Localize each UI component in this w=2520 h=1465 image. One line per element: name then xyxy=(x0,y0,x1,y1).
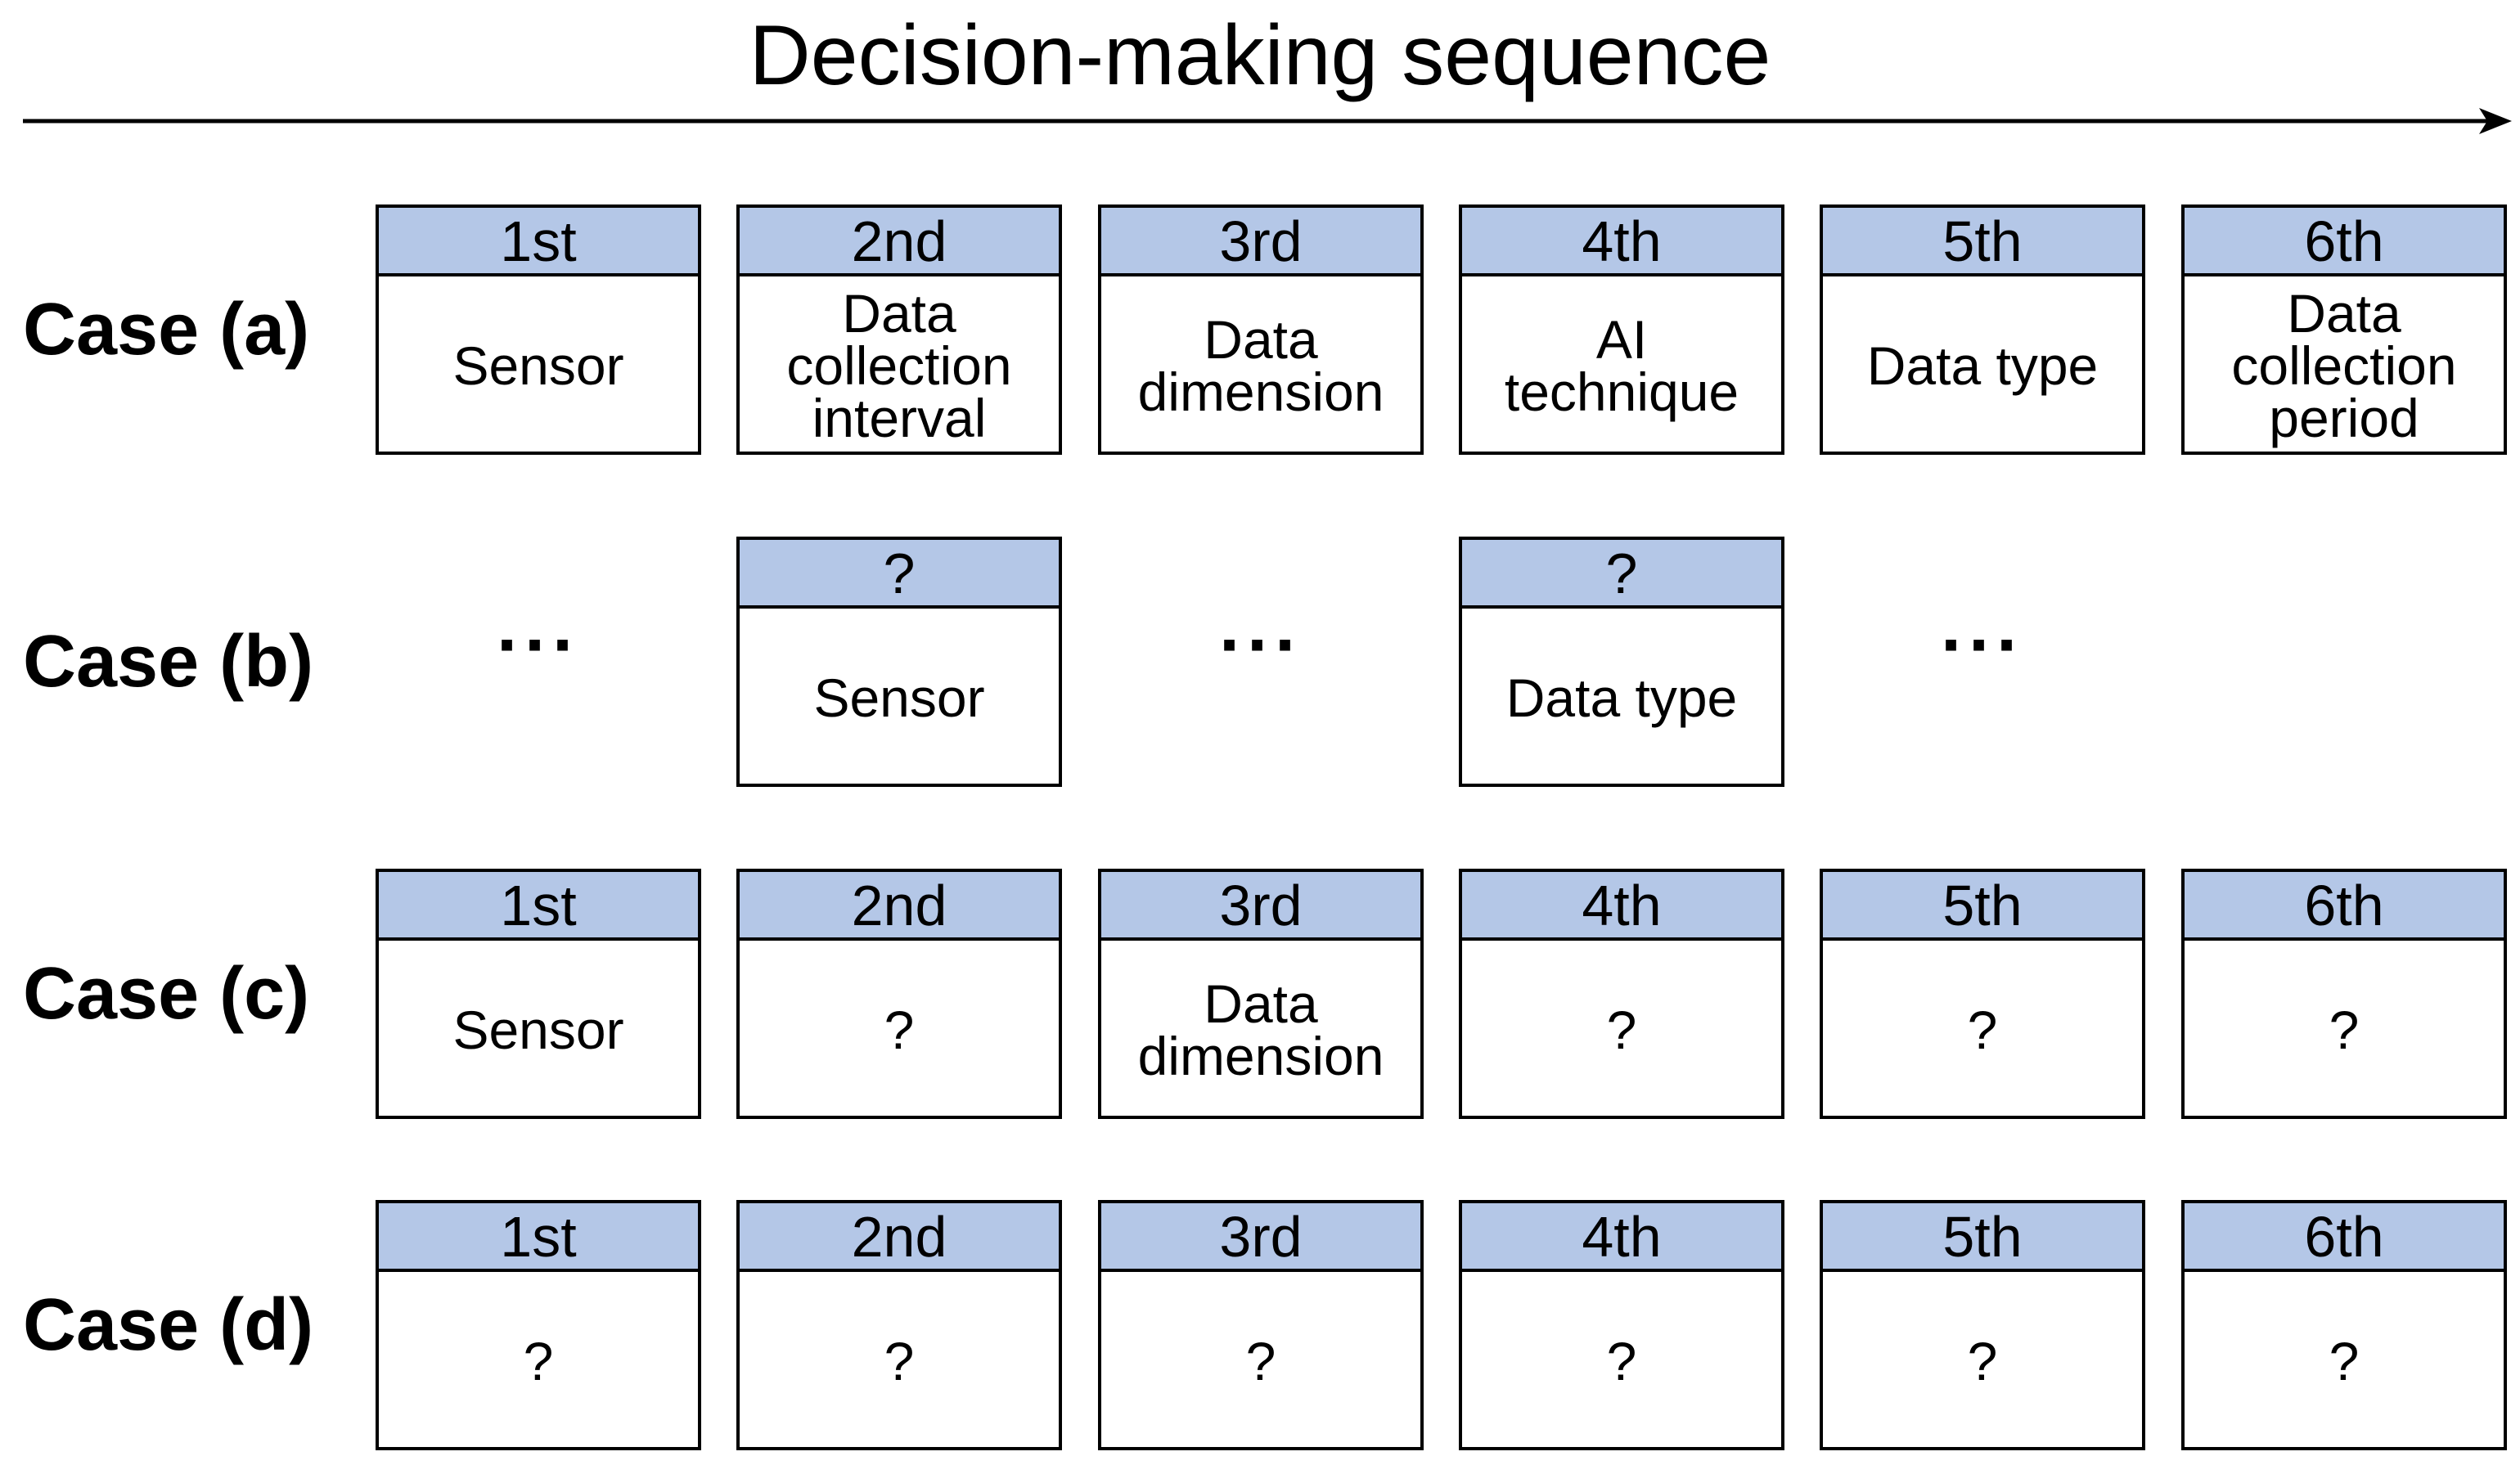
decision-step-box: 6th? xyxy=(2181,1200,2507,1450)
case-label: Case (d) xyxy=(23,1284,314,1366)
step-body: Sensor xyxy=(379,941,698,1119)
decision-step-box: 4th? xyxy=(1459,1200,1784,1450)
step-body: Data dimension xyxy=(1101,276,1420,455)
step-order-label: 5th xyxy=(1823,1203,2142,1272)
step-decision-label: Data dimension xyxy=(1137,973,1384,1086)
decision-step-box: 6th? xyxy=(2181,869,2507,1119)
step-body: ? xyxy=(1823,1272,2142,1450)
case-label: Case (c) xyxy=(23,953,310,1035)
step-decision-label: Sensor xyxy=(813,667,985,728)
step-order-label: 2nd xyxy=(740,872,1059,941)
decision-step-box: 4th? xyxy=(1459,869,1784,1119)
step-decision-label: ? xyxy=(1245,1331,1276,1391)
step-decision-label: Data type xyxy=(1866,335,2099,396)
step-decision-label: ? xyxy=(2329,1000,2360,1060)
step-order-label: 3rd xyxy=(1101,872,1420,941)
step-order-label: ? xyxy=(1462,540,1781,609)
step-order-label: 4th xyxy=(1462,208,1781,276)
decision-step-box: ? Sensor xyxy=(736,537,1062,787)
step-order-label: 1st xyxy=(379,208,698,276)
decision-step-box: 2nd? xyxy=(736,869,1062,1119)
step-decision-label: ? xyxy=(1606,1331,1637,1391)
step-decision-label: Data type xyxy=(1505,667,1738,728)
step-body: ? xyxy=(1462,941,1781,1119)
step-order-label: 4th xyxy=(1462,872,1781,941)
decision-step-box: 2nd? xyxy=(736,1200,1062,1450)
decision-step-box: 1st? xyxy=(376,1200,701,1450)
step-body: ? xyxy=(1462,1272,1781,1450)
step-body: ? xyxy=(2185,941,2504,1119)
step-body: Data type xyxy=(1823,276,2142,455)
step-decision-label: Data collection interval xyxy=(786,283,1012,448)
step-body: Data type xyxy=(1462,609,1781,787)
diagram-title: Decision-making sequence xyxy=(749,8,1771,103)
ellipsis-marker: ··· xyxy=(1219,604,1303,686)
decision-step-box: 5th? xyxy=(1820,1200,2145,1450)
decision-step-box: 4th AI technique xyxy=(1459,204,1784,455)
step-decision-label: ? xyxy=(1967,1331,1998,1391)
sequence-arrow xyxy=(23,108,2512,134)
step-decision-label: Data collection period xyxy=(2231,283,2457,448)
case-label: Case (b) xyxy=(23,621,314,703)
step-decision-label: Sensor xyxy=(452,1000,624,1060)
step-body: ? xyxy=(740,1272,1059,1450)
step-decision-label: ? xyxy=(1967,1000,1998,1060)
step-body: Data dimension xyxy=(1101,941,1420,1119)
step-order-label: ? xyxy=(740,540,1059,609)
step-order-label: 5th xyxy=(1823,872,2142,941)
step-order-label: 6th xyxy=(2185,208,2504,276)
step-decision-label: Sensor xyxy=(452,335,624,396)
step-body: Data collection interval xyxy=(740,276,1059,455)
step-body: ? xyxy=(740,941,1059,1119)
ellipsis-marker: ··· xyxy=(497,604,580,686)
step-body: ? xyxy=(2185,1272,2504,1450)
step-order-label: 2nd xyxy=(740,208,1059,276)
step-order-label: 6th xyxy=(2185,1203,2504,1272)
step-body: Data collection period xyxy=(2185,276,2504,455)
decision-step-box: ? Data type xyxy=(1459,537,1784,787)
ellipsis-marker: ··· xyxy=(1941,604,2024,686)
step-order-label: 4th xyxy=(1462,1203,1781,1272)
step-body: Sensor xyxy=(379,276,698,455)
case-label: Case (a) xyxy=(23,289,310,371)
step-order-label: 6th xyxy=(2185,872,2504,941)
step-order-label: 3rd xyxy=(1101,1203,1420,1272)
step-body: Sensor xyxy=(740,609,1059,787)
step-decision-label: ? xyxy=(1606,1000,1637,1060)
decision-step-box: 3rd? xyxy=(1098,1200,1424,1450)
step-decision-label: Data dimension xyxy=(1137,309,1384,422)
step-decision-label: ? xyxy=(884,1331,915,1391)
step-body: ? xyxy=(1823,941,2142,1119)
step-decision-label: ? xyxy=(884,1000,915,1060)
step-order-label: 5th xyxy=(1823,208,2142,276)
step-order-label: 1st xyxy=(379,1203,698,1272)
step-body: ? xyxy=(379,1272,698,1450)
step-decision-label: ? xyxy=(523,1331,554,1391)
step-order-label: 1st xyxy=(379,872,698,941)
step-decision-label: AI technique xyxy=(1504,309,1739,422)
step-order-label: 2nd xyxy=(740,1203,1059,1272)
step-body: ? xyxy=(1101,1272,1420,1450)
decision-step-box: 5th? xyxy=(1820,869,2145,1119)
step-body: AI technique xyxy=(1462,276,1781,455)
step-order-label: 3rd xyxy=(1101,208,1420,276)
step-decision-label: ? xyxy=(2329,1331,2360,1391)
